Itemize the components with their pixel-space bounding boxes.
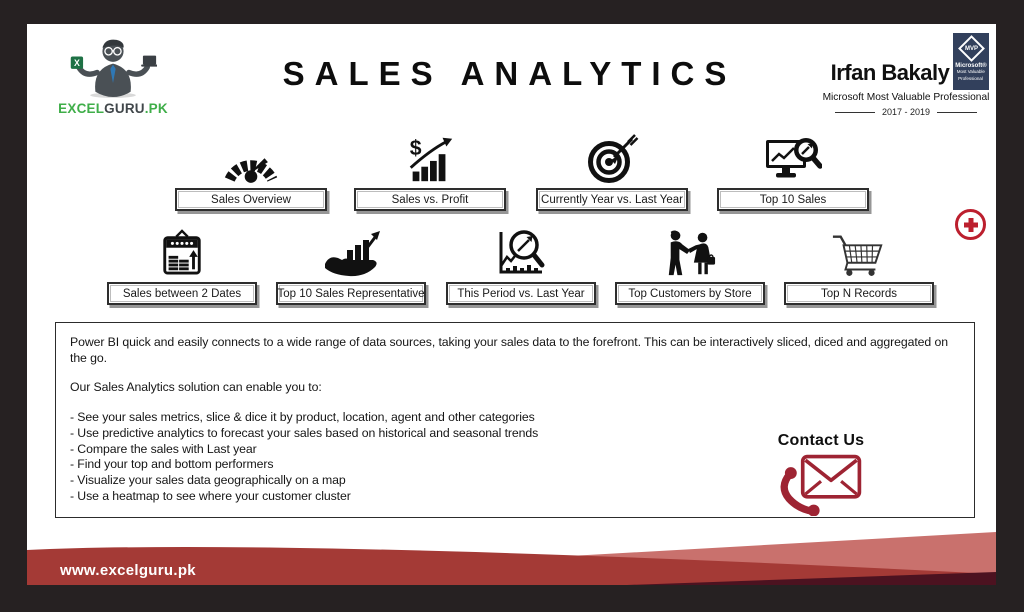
nav-button-top-10-sales-representative[interactable]: Top 10 Sales Representative	[276, 282, 426, 305]
nav-button-this-period-vs-last-year[interactable]: This Period vs. Last Year	[446, 282, 596, 305]
cart-icon	[784, 226, 934, 278]
nav-item-top-n-records: Top N Records	[784, 226, 934, 305]
gauge-icon	[175, 132, 327, 184]
nav-item-currently-year-vs-last-year: Currently Year vs. Last Year	[536, 132, 688, 211]
nav-button-label: Top N Records	[820, 287, 898, 300]
phone-envelope-icon[interactable]	[755, 450, 887, 521]
hand-chart-icon	[276, 226, 426, 278]
nav-button-label: Top 10 Sales Representative	[277, 287, 425, 300]
mvp-badge-line2: Most Valuable	[956, 69, 986, 75]
calendar-coins-icon	[107, 226, 257, 278]
nav-button-top-10-sales[interactable]: Top 10 Sales	[717, 188, 869, 211]
nav-button-sales-vs-profit[interactable]: Sales vs. Profit	[354, 188, 506, 211]
bullet-line: - Use a heatmap to see where your custom…	[70, 488, 351, 503]
logo-text-excel: EXCEL	[58, 101, 105, 116]
nav-button-label: Top Customers by Store	[628, 287, 752, 300]
description-box: Power BI quick and easily connects to a …	[55, 322, 975, 518]
mvp-diamond-icon: MVP	[957, 35, 985, 62]
nav-button-label: Sales vs. Profit	[391, 193, 469, 206]
svg-text:X: X	[74, 58, 80, 68]
target-arrow-icon	[536, 132, 688, 184]
mvp-badge-line1: Microsoft®	[955, 63, 987, 69]
nav-item-sales-overview: Sales Overview	[175, 132, 327, 211]
bullet-line: - Use predictive analytics to forecast y…	[70, 425, 539, 440]
nav-button-top-n-records[interactable]: Top N Records	[784, 282, 934, 305]
monitor-search-icon	[717, 132, 869, 184]
nav-button-label: Sales Overview	[211, 193, 291, 206]
nav-button-currently-year-vs-last-year[interactable]: Currently Year vs. Last Year	[536, 188, 688, 211]
nav-item-sales-between-2-dates: Sales between 2 Dates	[107, 226, 257, 305]
logo-text-pk: .PK	[144, 101, 168, 116]
nav-button-top-customers-by-store[interactable]: Top Customers by Store	[615, 282, 765, 305]
nav-button-label: This Period vs. Last Year	[457, 287, 585, 300]
excelguru-logo: X EXCELGURU.PK	[57, 36, 169, 116]
footer-url[interactable]: www.excelguru.pk	[60, 562, 196, 579]
slide-canvas: X EXCELGURU.PK SALES ANALYTICS Irfan Bak…	[27, 24, 996, 585]
nav-button-label: Currently Year vs. Last Year	[541, 193, 683, 206]
nav-button-label: Sales between 2 Dates	[122, 287, 242, 300]
nav-item-top-10-sales: Top 10 Sales	[717, 132, 869, 211]
description-bullets: - See your sales metrics, slice & dice i…	[70, 410, 960, 504]
svg-text:$: $	[410, 137, 422, 160]
bullet-line: - Visualize your sales data geographical…	[70, 473, 346, 488]
author-name: Irfan Bakaly	[830, 60, 950, 85]
dollar-growth-icon: $	[354, 132, 506, 184]
author-years: 2017 - 2019	[816, 107, 996, 117]
bullet-line: - See your sales metrics, slice & dice i…	[70, 410, 535, 425]
nav-button-label: Top 10 Sales	[759, 193, 827, 206]
ribbon-maroon-wedge	[627, 572, 996, 585]
contact-us-label: Contact Us	[777, 432, 865, 449]
description-paragraph-2: Our Sales Analytics solution can enable …	[70, 380, 322, 395]
nav-item-top-customers-by-store: Top Customers by Store	[615, 226, 765, 305]
nav-button-sales-overview[interactable]: Sales Overview	[175, 188, 327, 211]
footer-ribbon	[27, 532, 996, 585]
ribbon-main-band	[27, 547, 996, 585]
nav-item-this-period-vs-last-year: This Period vs. Last Year	[446, 226, 596, 305]
bullet-line: - Compare the sales with Last year	[70, 441, 257, 456]
contact-block: Contact Us	[755, 432, 887, 521]
nav-button-sales-between-2-dates[interactable]: Sales between 2 Dates	[107, 282, 257, 305]
chart-magnifier-icon	[446, 226, 596, 278]
nav-item-top-10-sales-representative: Top 10 Sales Representative	[276, 226, 426, 305]
logo-text-guru: GURU	[104, 101, 145, 116]
guru-figure-icon: X	[70, 39, 157, 98]
handshake-icon	[615, 226, 765, 278]
page-title: SALES ANALYTICS	[282, 55, 737, 92]
mvp-badge-line3: Professional	[958, 76, 984, 81]
plus-circle-button[interactable]	[955, 209, 986, 240]
logo-wordmark: EXCELGURU.PK	[57, 101, 169, 116]
mvp-badge: MVP Microsoft® Most Valuable Professiona…	[953, 33, 989, 90]
bullet-line: - Find your top and bottom performers	[70, 457, 274, 472]
author-subtitle: Microsoft Most Valuable Professional	[822, 92, 990, 103]
description-paragraph-1: Power BI quick and easily connects to a …	[70, 335, 948, 365]
nav-item-sales-vs-profit: $ Sales vs. Profit	[354, 132, 506, 211]
